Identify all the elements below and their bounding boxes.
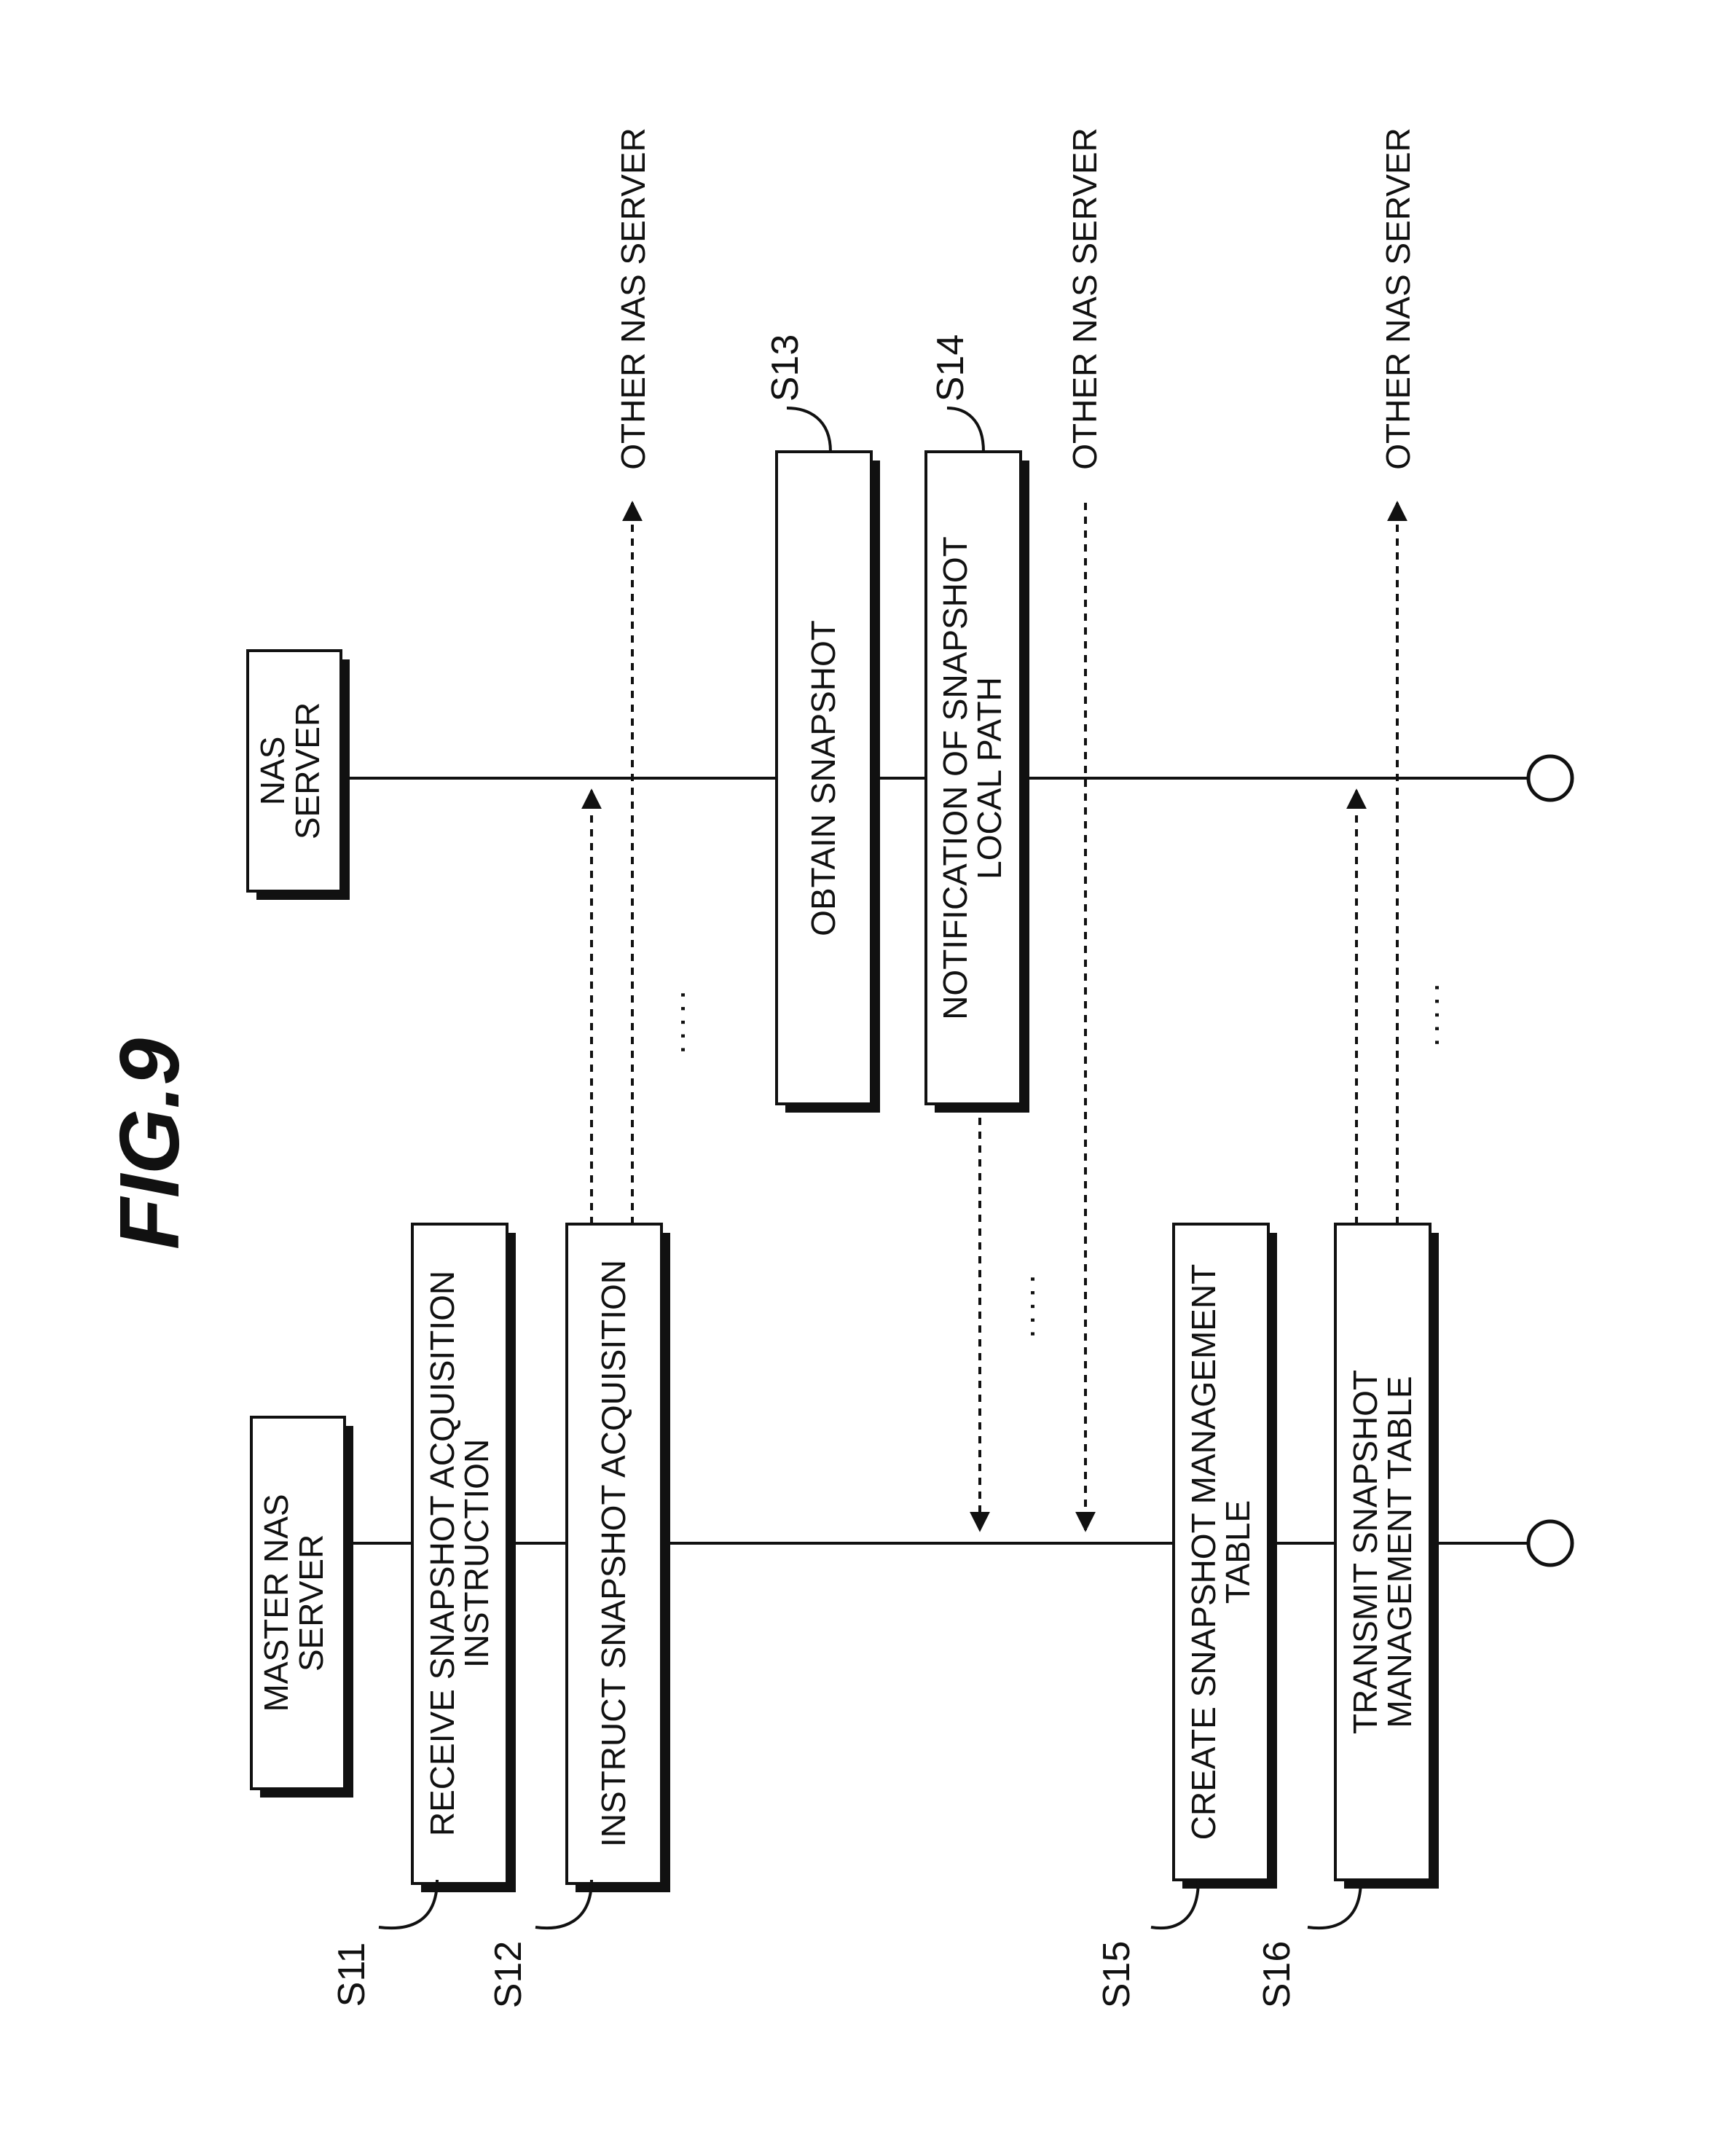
s12-ellipsis: ..... bbox=[654, 986, 692, 1054]
figure-title: FIG.9 bbox=[102, 1038, 197, 1250]
s13-leader bbox=[786, 407, 832, 452]
master-header: MASTER NAS SERVER bbox=[250, 1416, 353, 1798]
s16-text-line-1: TRANSMIT SNAPSHOT bbox=[1346, 1370, 1384, 1734]
master-header-line-2: SERVER bbox=[292, 1534, 330, 1671]
s12-text: INSTRUCT SNAPSHOT ACQUISITION bbox=[594, 1260, 632, 1847]
s14-leader bbox=[946, 407, 985, 452]
step-box-s12 bbox=[565, 1223, 670, 1892]
s15-text-line-2: TABLE bbox=[1219, 1500, 1257, 1604]
s13-text: OBTAIN SNAPSHOT bbox=[804, 620, 842, 936]
master-header-line-1: MASTER NAS bbox=[257, 1494, 295, 1712]
nas-end-marker bbox=[1526, 754, 1574, 802]
s11-text-line-1: RECEIVE SNAPSHOT ACQUISITION bbox=[423, 1271, 461, 1836]
master-end-marker bbox=[1526, 1519, 1574, 1567]
s15-text-line-1: CREATE SNAPSHOT MANAGEMENT bbox=[1185, 1264, 1222, 1841]
other-nas-server-label-1: OTHER NAS SERVER bbox=[614, 128, 652, 469]
s11-label: S11 bbox=[331, 1943, 373, 2007]
other-nas-server-label-3: OTHER NAS SERVER bbox=[1379, 128, 1417, 469]
step-box-s15 bbox=[1172, 1223, 1277, 1889]
s11-leader bbox=[378, 1879, 439, 1930]
s13-label: S13 bbox=[764, 334, 806, 402]
s14-text-line-2: LOCAL PATH bbox=[970, 677, 1008, 879]
nas-header-line-1: NAS bbox=[254, 737, 291, 806]
s15-leader bbox=[1150, 1879, 1200, 1930]
step-box-s14 bbox=[924, 450, 1029, 1113]
s12-leader bbox=[535, 1879, 593, 1930]
s11-text-line-2: INSTRUCTION bbox=[458, 1439, 495, 1668]
step-box-s11 bbox=[411, 1223, 516, 1892]
s16-ellipsis: ..... bbox=[1408, 979, 1446, 1047]
s16-text-line-2: MANAGEMENT TABLE bbox=[1381, 1376, 1418, 1728]
s14-text-line-1: NOTIFICATION OF SNAPSHOT bbox=[936, 536, 974, 1020]
step-box-s13 bbox=[775, 450, 880, 1113]
s15-label: S15 bbox=[1096, 1941, 1138, 2009]
nas-header: NAS SERVER bbox=[246, 649, 350, 900]
s12-label: S12 bbox=[487, 1941, 530, 2009]
s16-leader bbox=[1307, 1879, 1362, 1930]
nas-header-line-2: SERVER bbox=[288, 702, 326, 839]
step-box-s16 bbox=[1334, 1223, 1439, 1889]
other-nas-server-label-2: OTHER NAS SERVER bbox=[1066, 128, 1104, 469]
s16-label: S16 bbox=[1256, 1941, 1298, 2009]
s14-label: S14 bbox=[930, 334, 972, 402]
s14-ellipsis: ..... bbox=[1004, 1270, 1042, 1338]
